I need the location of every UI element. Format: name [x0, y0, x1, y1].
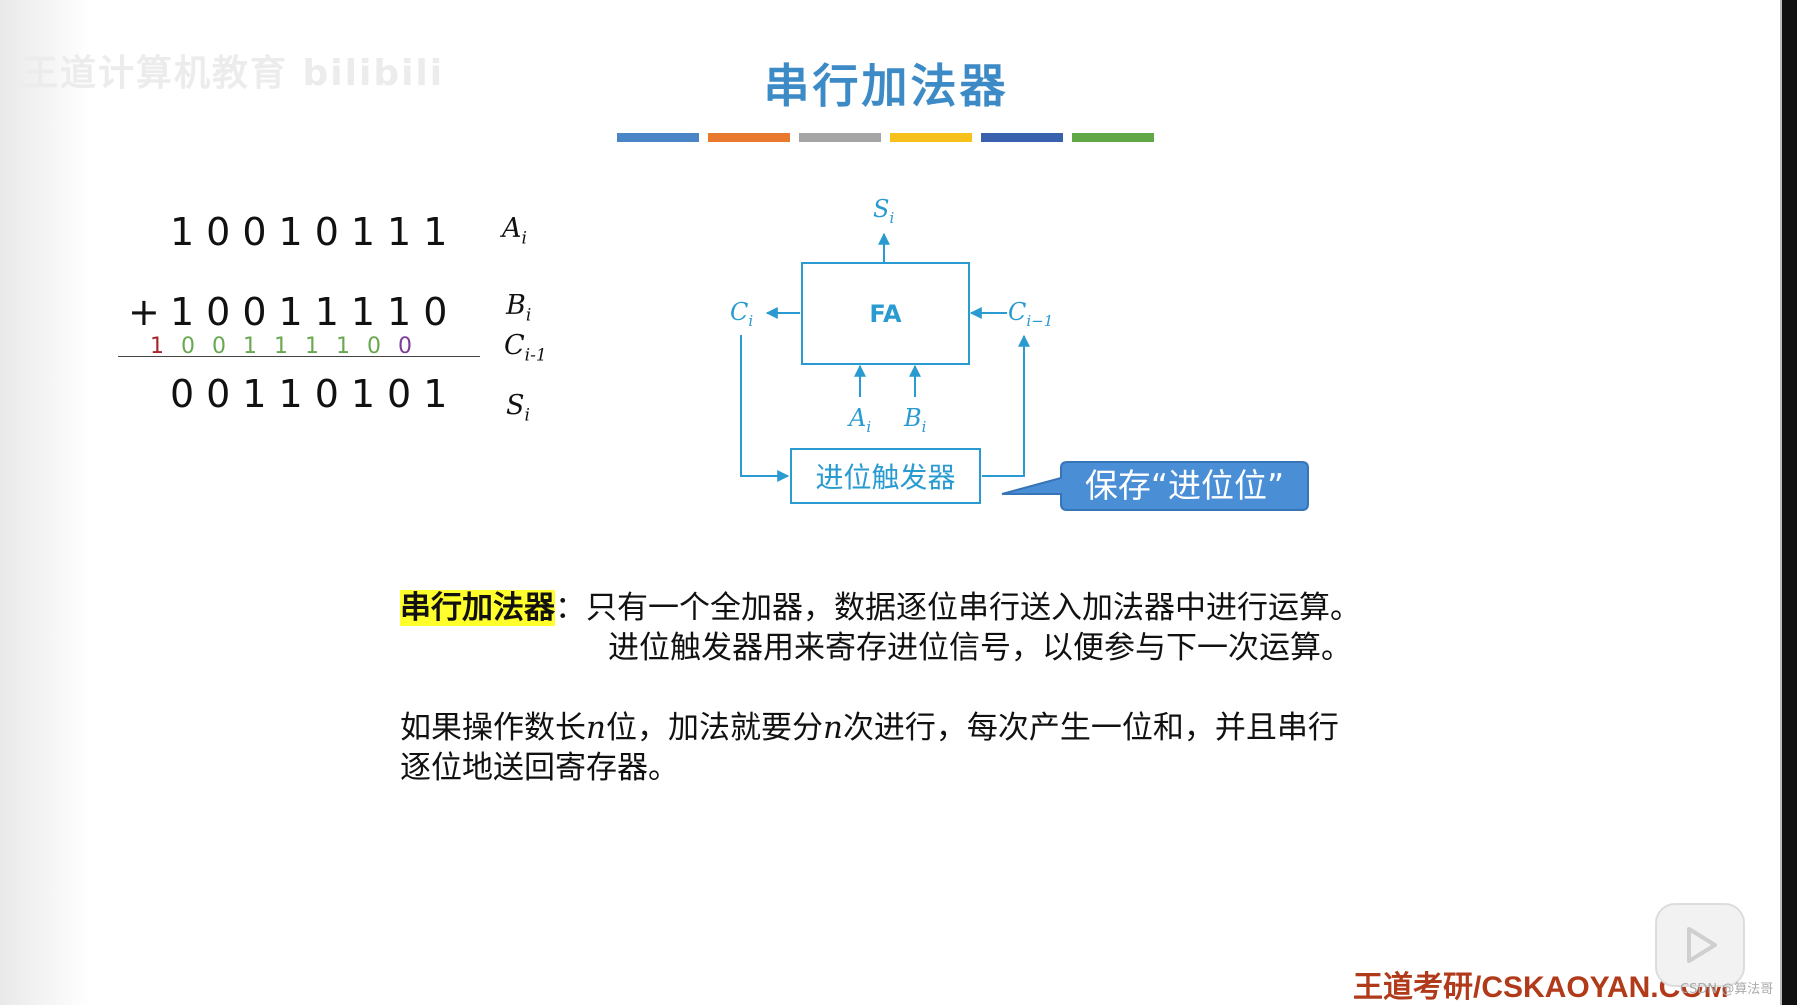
carry-digit: 1 [305, 334, 319, 359]
diagram-label-c-in: Ci−1 [1008, 298, 1054, 330]
carry-digit: 0 [398, 334, 412, 359]
diagram-label-a: Ai [849, 404, 872, 436]
description-para2-line2: 逐位地送回寄存器。 [400, 750, 679, 786]
carry-digit: 0 [212, 334, 226, 359]
frame-edge [1782, 0, 1797, 1005]
frame-divider [1780, 0, 1782, 1005]
full-adder-box: FA [801, 262, 970, 365]
color-bar-segment [890, 133, 972, 142]
carry-feedback-wire [740, 335, 790, 482]
carry-digit: 1 [150, 334, 164, 359]
carry-digit: 0 [181, 334, 195, 359]
callout-bubble [1001, 461, 1309, 511]
play-button[interactable] [1655, 903, 1745, 987]
color-bar-segment [617, 133, 699, 142]
operand-b: 10011110 [170, 290, 460, 334]
color-bar-segment [1072, 133, 1154, 142]
label-a: Ai [502, 213, 527, 249]
carry-digit: 0 [367, 334, 381, 359]
label-sum: Si [506, 390, 530, 426]
diagram-label-b: Bi [904, 404, 927, 436]
sum-divider [118, 356, 480, 357]
carry-out-wire [982, 334, 1030, 477]
label-b: Bi [506, 290, 532, 326]
color-bar-segment [708, 133, 790, 142]
color-bar-segment [981, 133, 1063, 142]
left-shadow [0, 0, 90, 1005]
sum-result: 00110101 [170, 372, 460, 416]
watermark-logo: 王道计算机教育 bilibili [22, 53, 445, 94]
plus-sign: + [128, 290, 172, 334]
description-line-2: 进位触发器用来寄存进位信号，以便参与下一次运算。 [608, 630, 1352, 666]
csdn-watermark: CSDN @算法哥 [1680, 982, 1774, 997]
carry-flipflop-box: 进位触发器 [790, 448, 981, 504]
carry-digit: 1 [274, 334, 288, 359]
description-line-1: 串行加法器：只有一个全加器，数据逐位串行送入加法器中进行运算。 [400, 590, 1361, 626]
slide-title: 串行加法器 [763, 59, 1009, 113]
callout-text: 保存“进位位” [1084, 466, 1285, 505]
label-carry: Ci-1 [504, 330, 547, 366]
carry-digit: 1 [336, 334, 350, 359]
operand-a: 10010111 [170, 210, 460, 254]
diagram-label-c-out: Ci [730, 298, 754, 330]
carry-digit: 1 [243, 334, 257, 359]
description-para2-line1: 如果操作数长n位，加法就要分n次进行，每次产生一位和，并且串行 [400, 710, 1339, 746]
term-highlight: 串行加法器 [400, 590, 555, 626]
diagram-label-s: Si [873, 195, 895, 227]
play-icon [1687, 927, 1717, 963]
color-bar-segment [799, 133, 881, 142]
